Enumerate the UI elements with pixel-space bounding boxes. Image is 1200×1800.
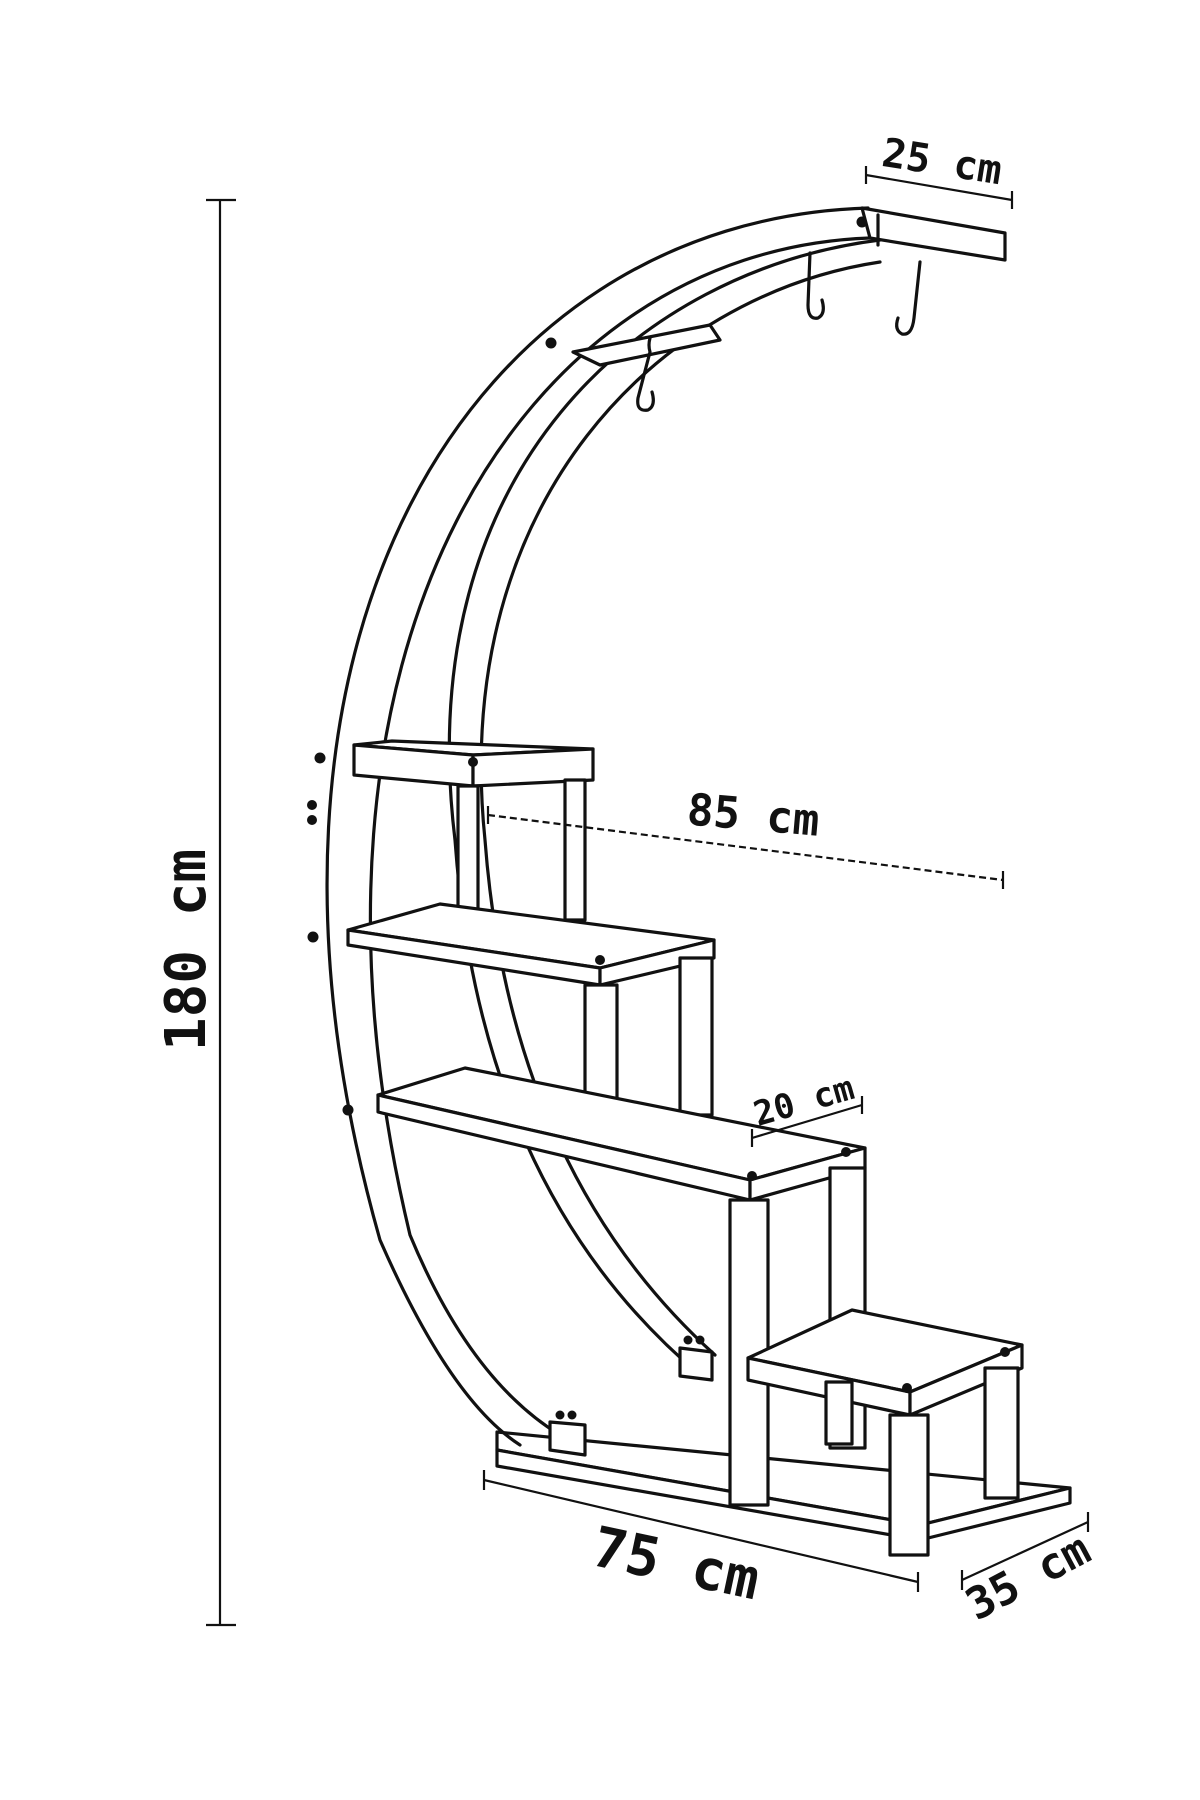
outer-arc-inner-edge: [368, 236, 872, 1437]
shelf-span-label: 85 cm: [685, 784, 821, 846]
depth-dimension-line: [961, 1521, 1089, 1581]
top-shelf-label: 25 cm: [879, 130, 1005, 194]
shelf-step-2-leg: [678, 956, 714, 1117]
crossbar-board: [571, 323, 722, 367]
shelf-bolt: [902, 1383, 912, 1393]
arc-bolt: [545, 337, 557, 349]
outer-arc-outer-edge: [325, 206, 870, 1447]
foot-bolt: [555, 1410, 565, 1420]
shelf-step-4-side: [908, 1343, 1024, 1417]
shelf-step-4: [746, 1308, 1024, 1557]
outer-arc-frame: [325, 206, 872, 1447]
shelf-span-dimension-line: [487, 813, 1004, 882]
hooks: [636, 251, 922, 412]
shelf-step-1-leg: [563, 778, 587, 922]
shelf-step-3: [376, 1066, 867, 1507]
arc-bolt: [314, 752, 326, 764]
shelf-bolt: [1000, 1347, 1010, 1357]
top-shelf-board: [860, 206, 1007, 262]
foot-bolt: [695, 1335, 705, 1345]
step-depth-label: 20 cm: [749, 1068, 858, 1135]
shelf-bolt: [468, 757, 478, 767]
shelf-step-1-side: [471, 747, 595, 788]
shelf-span-dimension: 85 cm: [486, 784, 1005, 889]
width-dimension-line: [483, 1478, 919, 1584]
shelf-step-2: [346, 902, 716, 1150]
step-depth-dimension-line: [751, 1103, 863, 1140]
shelf-step-2-side: [598, 938, 716, 987]
shelf-step-4-leg: [824, 1380, 854, 1446]
shelf-bolt: [841, 1147, 851, 1157]
top-shelf-dimension-line: [865, 173, 1013, 202]
foot-bracket: [678, 1346, 714, 1382]
foot-bolt: [683, 1335, 693, 1345]
shelf-bolt: [747, 1171, 757, 1181]
arc-bolt: [342, 1104, 354, 1116]
foot-bolt: [567, 1410, 577, 1420]
top-shelf: [571, 206, 1007, 367]
width-label: 75 cm: [587, 1515, 765, 1614]
height-label: 180 cm: [154, 849, 219, 1051]
shelf-step-4-leg: [983, 1366, 1020, 1500]
depth-dimension: 35 cm: [958, 1512, 1099, 1631]
height-dimension: 180 cm: [154, 198, 236, 1627]
hook-icon: [636, 336, 655, 412]
arc-bolt: [307, 931, 319, 943]
foot-brackets: [548, 1335, 714, 1457]
arc-bolt: [307, 815, 317, 825]
shelf-step-1: [352, 739, 595, 948]
hook-icon: [895, 260, 922, 336]
shelf-bolt: [595, 955, 605, 965]
arc-bolt: [307, 800, 317, 810]
depth-label: 35 cm: [958, 1524, 1099, 1631]
shelf-step-4-leg: [888, 1413, 930, 1557]
hook-icon: [806, 251, 825, 320]
shelf-step-3-leg: [728, 1198, 770, 1507]
top-shelf-dimension: 25 cm: [864, 130, 1014, 209]
foot-bracket: [548, 1420, 587, 1457]
